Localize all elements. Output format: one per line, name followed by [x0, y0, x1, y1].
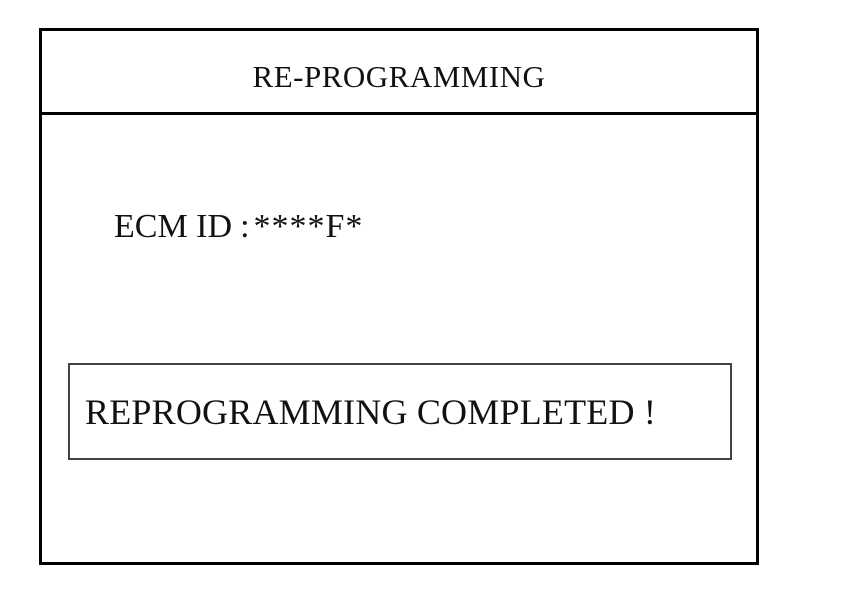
reprogramming-screen: RE-PROGRAMMING ECM ID:****F* REPROGRAMMI… — [39, 28, 759, 565]
status-message-box: REPROGRAMMING COMPLETED ! — [68, 363, 732, 460]
status-message: REPROGRAMMING COMPLETED ! — [85, 391, 657, 432]
ecm-id-separator: : — [240, 208, 250, 245]
title-bar: RE-PROGRAMMING — [42, 31, 756, 115]
screen-title: RE-PROGRAMMING — [252, 58, 546, 94]
ecm-id-label: ECM ID — [114, 208, 233, 245]
ecm-id-row: ECM ID:****F* — [114, 208, 363, 246]
ecm-id-value: ****F* — [253, 208, 364, 245]
